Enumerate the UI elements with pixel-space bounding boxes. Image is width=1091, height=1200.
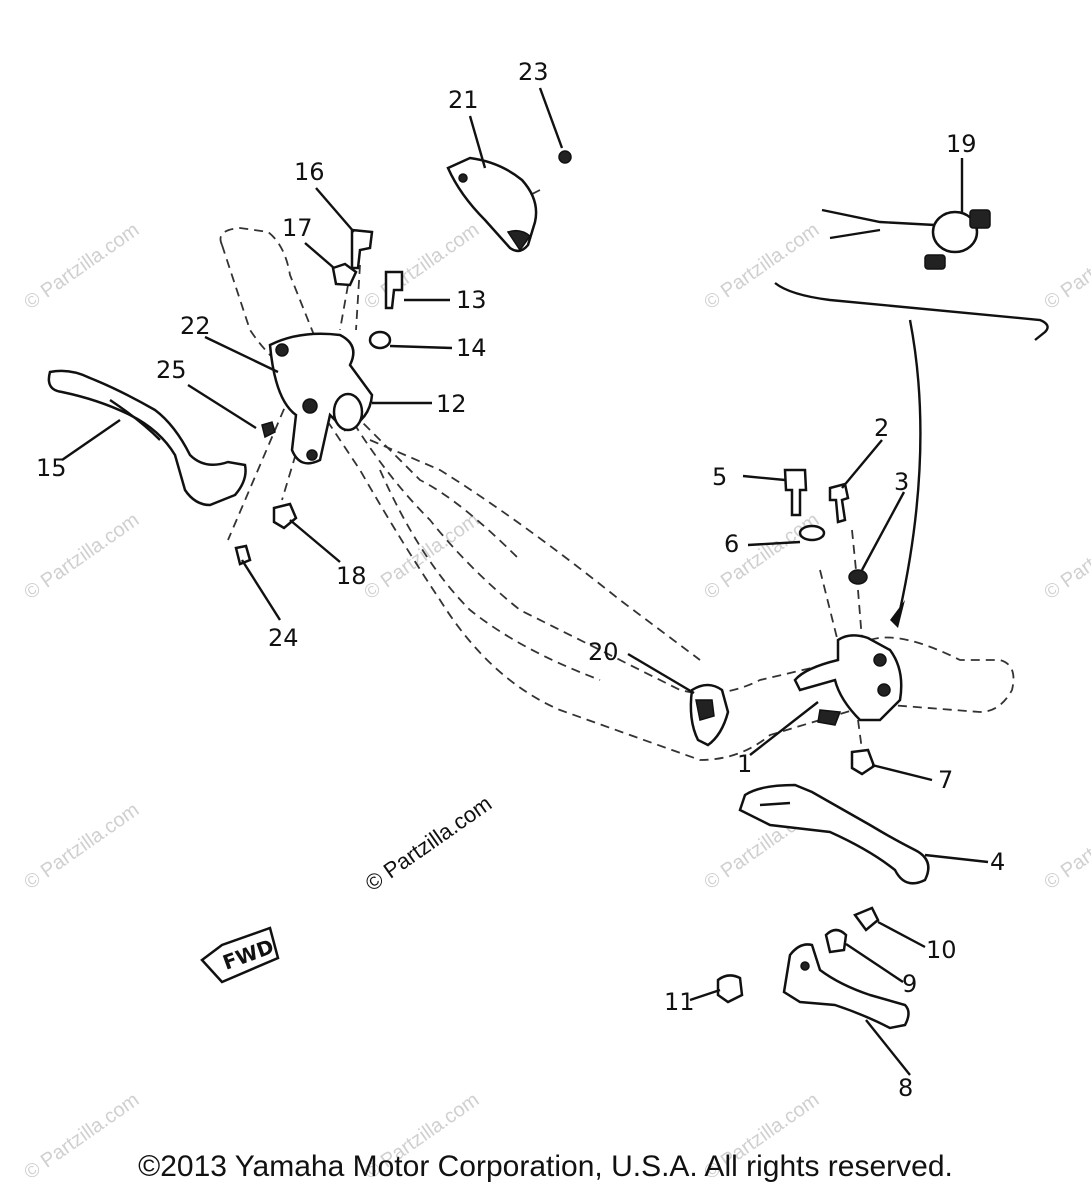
callout-8: 8 [898, 1074, 913, 1102]
right-lever-assembly [783, 468, 903, 776]
center-watermark: © Partzilla.com [361, 791, 497, 897]
copyright-notice: ©2013 Yamaha Motor Corporation, U.S.A. A… [138, 1150, 953, 1183]
part-8-lever [716, 906, 910, 1030]
callout-15: 15 [36, 454, 67, 482]
callout-25: 25 [156, 356, 187, 384]
watermark: © Partzilla.com [1040, 219, 1091, 314]
callout-7: 7 [938, 766, 953, 794]
part-19-switch [774, 208, 1049, 628]
watermark: © Partzilla.com [20, 219, 143, 314]
part-20-clamp [689, 683, 730, 747]
callout-6: 6 [724, 530, 739, 558]
callout-12: 12 [436, 390, 467, 418]
part-23-screw [558, 150, 572, 164]
callout-16: 16 [294, 158, 325, 186]
handlebar-outline [219, 227, 1015, 761]
callout-17: 17 [282, 214, 313, 242]
left-fasteners [234, 228, 404, 566]
watermark: © Partzilla.com [700, 509, 823, 604]
left-lever-assembly [268, 332, 374, 465]
callout-18: 18 [336, 562, 367, 590]
callout-24: 24 [268, 624, 299, 652]
callout-11: 11 [664, 988, 695, 1016]
callout-1: 1 [737, 750, 752, 778]
callout-13: 13 [456, 286, 487, 314]
leader-lines [61, 87, 989, 1076]
watermark: © Partzilla.com [20, 799, 143, 894]
watermark: © Partzilla.com [360, 509, 483, 604]
watermark: © Partzilla.com [700, 219, 823, 314]
part-21-cover [446, 156, 538, 253]
part-4-lever [738, 783, 930, 885]
watermark: © Partzilla.com [1040, 799, 1091, 894]
callout-4: 4 [990, 848, 1005, 876]
callout-23: 23 [518, 58, 549, 86]
callout-22: 22 [180, 312, 211, 340]
assembly-lines [227, 189, 863, 751]
callout-21: 21 [448, 86, 479, 114]
callout-14: 14 [456, 334, 487, 362]
part-15-lever [47, 369, 247, 507]
callout-9: 9 [902, 970, 917, 998]
watermark: © Partzilla.com [20, 509, 143, 604]
callout-20: 20 [588, 638, 619, 666]
callout-3: 3 [894, 468, 909, 496]
callout-2: 2 [874, 414, 889, 442]
watermark: © Partzilla.com [1040, 509, 1091, 604]
fwd-badge: FWD [200, 926, 280, 984]
callout-5: 5 [712, 463, 727, 491]
callout-10: 10 [926, 936, 957, 964]
callout-19: 19 [946, 130, 977, 158]
callout-labels: 21 23 19 16 17 13 14 12 22 25 15 18 24 5… [36, 58, 1005, 1102]
